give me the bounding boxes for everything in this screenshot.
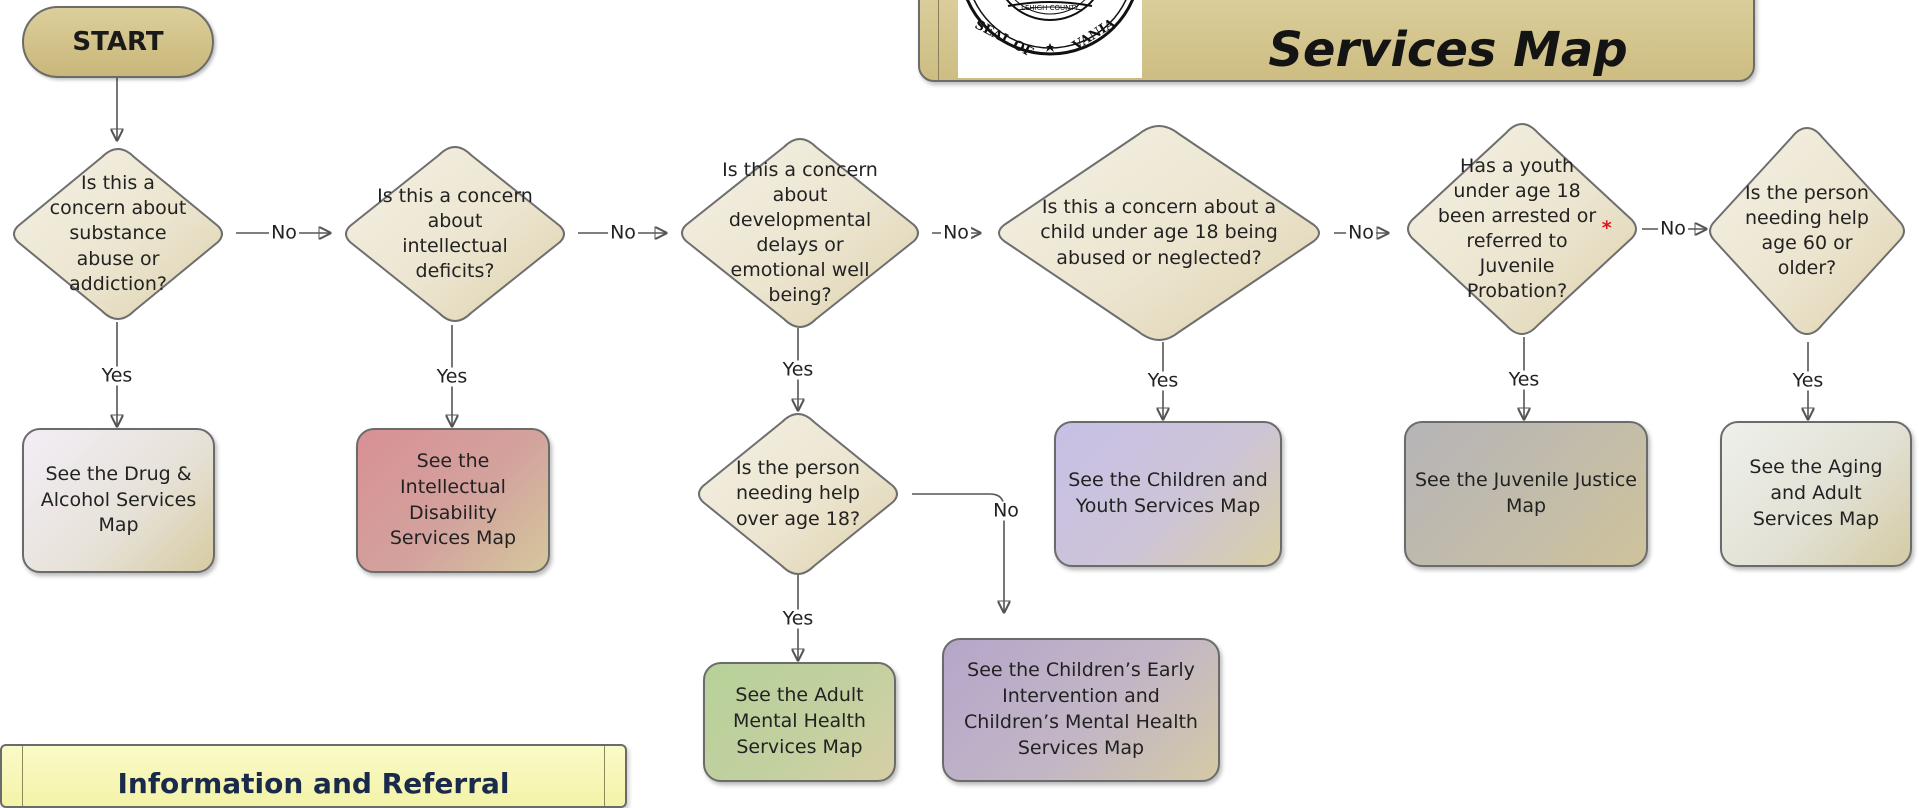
decision-juvenile-arrest-text: Has a youth under age 18 been arrested o…	[1432, 122, 1612, 336]
banner-divider	[938, 0, 939, 80]
decision-intellectual-deficits[interactable]: Is this a concern about intellectual def…	[342, 145, 568, 323]
title-banner: LEHIGH COUNTY SEAL OF VANIA Services Map	[918, 0, 1755, 82]
decision-juvenile-arrest-label: Has a youth under age 18 been arrested o…	[1437, 154, 1597, 303]
label-no-developmental: No	[941, 221, 971, 244]
county-seal-logo: LEHIGH COUNTY SEAL OF VANIA	[958, 0, 1142, 78]
info-referral-panel: Information and Referral	[0, 744, 627, 808]
box-adult-mental-health-map[interactable]: See the Adult Mental Health Services Map	[703, 662, 896, 782]
required-asterisk: *	[1601, 217, 1612, 240]
label-yes-developmental: Yes	[780, 358, 816, 381]
box-children-youth-map[interactable]: See the Children and Youth Services Map	[1054, 421, 1282, 567]
label-no-intellectual: No	[608, 221, 638, 244]
label-no-juvenile: No	[1658, 217, 1688, 240]
label-yes-aging: Yes	[1790, 369, 1826, 392]
decision-diamond-shape	[1709, 127, 1905, 335]
box-drug-alcohol-map[interactable]: See the Drug & Alcohol Services Map	[22, 428, 215, 573]
panel-rule-left	[22, 746, 23, 806]
box-early-intervention-map[interactable]: See the Children’s Early Intervention an…	[942, 638, 1220, 782]
seal-county-text: LEHIGH COUNTY	[1021, 4, 1080, 12]
decision-diamond-shape	[698, 413, 898, 575]
decision-aging-text: Is the person needing help age 60 or old…	[1745, 181, 1869, 280]
decision-aging[interactable]: Is the person needing help age 60 or old…	[1706, 126, 1908, 336]
decision-substance-abuse-text: Is this a concern about substance abuse …	[49, 172, 187, 295]
decision-developmental-delays-text: Is this a concern about developmental de…	[722, 158, 878, 307]
label-yes-substance: Yes	[99, 364, 135, 387]
decision-over-18[interactable]: Is the person needing help over age 18?	[695, 412, 901, 576]
decision-developmental-delays[interactable]: Is this a concern about developmental de…	[678, 137, 922, 329]
label-no-over-18: No	[991, 499, 1021, 522]
box-intellectual-disability-map[interactable]: See the Intellectual Disability Services…	[356, 428, 550, 573]
label-yes-over-18: Yes	[780, 607, 816, 630]
info-referral-title: Information and Referral	[117, 767, 510, 800]
box-juvenile-justice-map[interactable]: See the Juvenile Justice Map	[1404, 421, 1648, 567]
start-terminator[interactable]: START	[22, 6, 214, 78]
decision-intellectual-deficits-text: Is this a concern about intellectual def…	[377, 184, 533, 283]
decision-juvenile-arrest[interactable]: Has a youth under age 18 been arrested o…	[1404, 122, 1640, 336]
decision-substance-abuse[interactable]: Is this a concern about substance abuse …	[10, 147, 226, 321]
label-no-substance: No	[269, 221, 299, 244]
label-yes-intellectual: Yes	[434, 365, 470, 388]
page-title: Services Map	[1268, 22, 1628, 78]
decision-child-abuse[interactable]: Is this a concern about a child under ag…	[994, 124, 1324, 342]
box-aging-adult-map[interactable]: See the Aging and Adult Services Map	[1720, 421, 1912, 567]
decision-diamond-shape	[998, 125, 1320, 341]
decision-diamond-shape	[1407, 123, 1637, 335]
seal-graphic: LEHIGH COUNTY SEAL OF VANIA	[965, 0, 1135, 61]
decision-over-18-text: Is the person needing help over age 18?	[735, 457, 861, 530]
panel-rule-right	[604, 746, 605, 806]
decision-diamond-shape	[13, 148, 223, 320]
label-no-child-abuse: No	[1346, 221, 1376, 244]
decision-diamond-shape	[345, 146, 565, 322]
decision-diamond-shape	[681, 138, 919, 328]
label-yes-juvenile: Yes	[1506, 368, 1542, 391]
decision-child-abuse-text: Is this a concern about a child under ag…	[1040, 196, 1278, 269]
label-yes-child-abuse: Yes	[1145, 369, 1181, 392]
